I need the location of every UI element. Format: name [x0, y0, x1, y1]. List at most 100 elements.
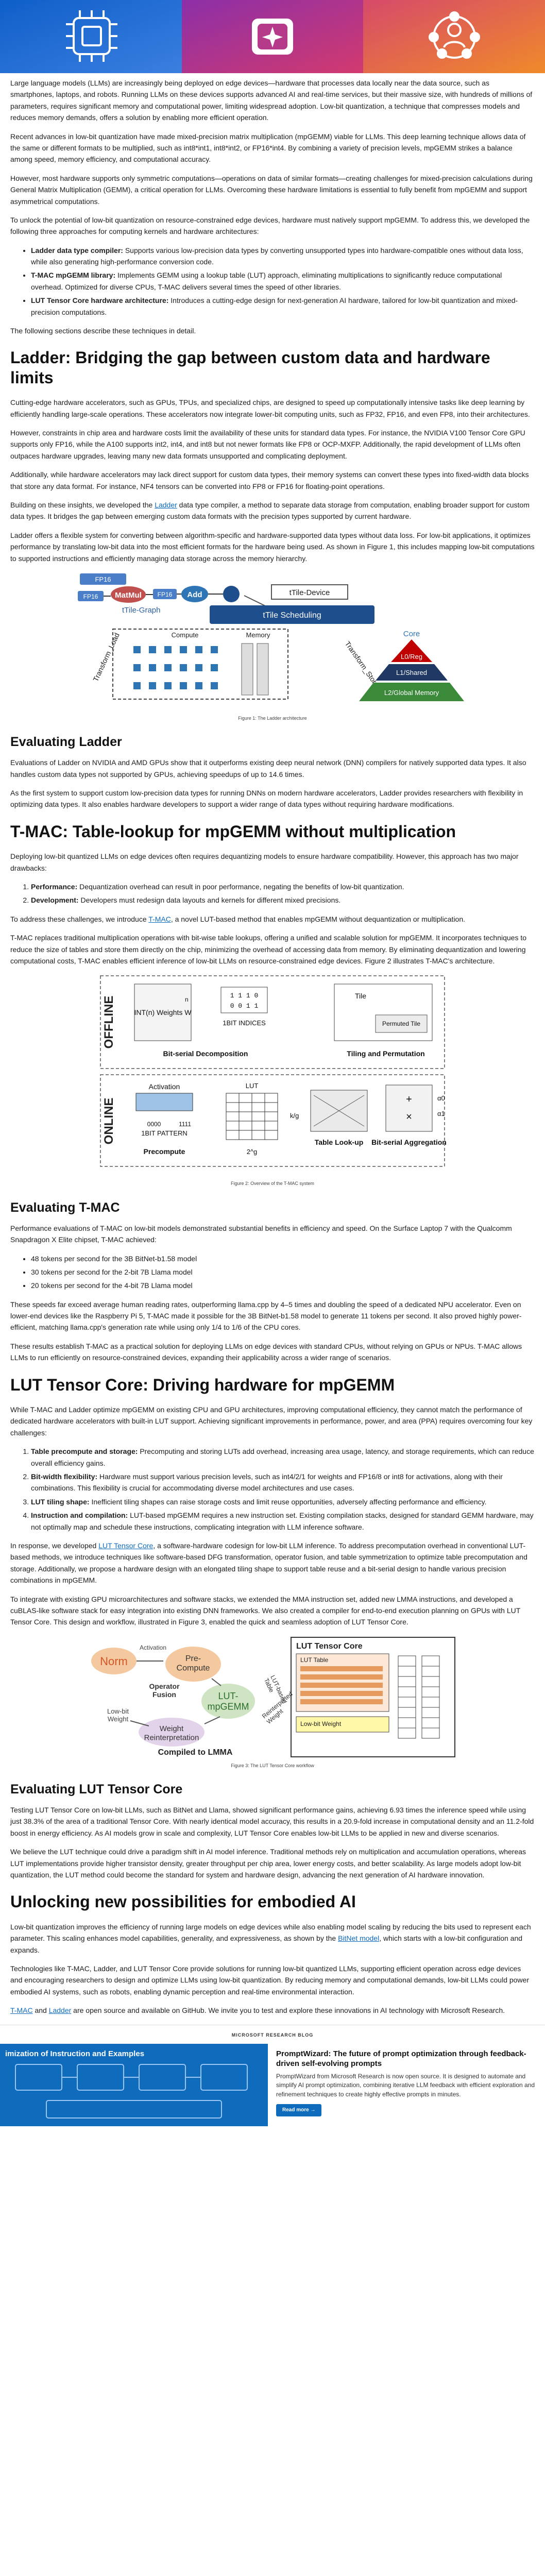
fig2-bits1: 1111	[179, 1121, 191, 1128]
fig2-tiling-perm: Tiling and Permutation	[347, 1049, 424, 1058]
fig2-permuted-tile: Permuted Tile	[382, 1020, 420, 1027]
fig3-lut-table: LUT Table	[300, 1656, 329, 1664]
paragraph: Testing LUT Tensor Core on low-bit LLMs,…	[10, 1806, 534, 1837]
paragraph: Cutting-edge hardware accelerators, such…	[10, 398, 530, 418]
fig2-alpha1: α1	[437, 1110, 445, 1117]
fig3-compiled-lmma: Compiled to LMMA	[158, 1748, 233, 1757]
fig2-2g: 2^g	[247, 1148, 258, 1156]
fig2-k-over-g: k/g	[290, 1112, 299, 1120]
fig2-bit-serial-decomp: Bit-serial Decomposition	[163, 1049, 248, 1058]
fig1-fp16-left: FP16	[83, 593, 98, 600]
intro-paragraph: Recent advances in low-bit quantization …	[10, 132, 526, 164]
paragraph: T-MAC replaces traditional multiplicatio…	[10, 934, 527, 965]
paragraph: Performance evaluations of T-MAC on low-…	[10, 1224, 512, 1244]
intro-paragraph: Large language models (LLMs) are increas…	[10, 79, 533, 122]
section-heading-eval-tmac: Evaluating T-MAC	[10, 1200, 120, 1215]
hero-banner	[0, 0, 545, 73]
paragraph: While T-MAC and Ladder optimize mpGEMM o…	[10, 1405, 533, 1437]
promo-image-text: imization of Instruction and Examples	[5, 2049, 145, 2058]
fig3-lut-core-title: LUT Tensor Core	[296, 1642, 363, 1651]
paragraph: Technologies like T-MAC, Ladder, and LUT…	[10, 1964, 529, 1996]
paragraph: Additionally, while hardware accelerator…	[10, 470, 529, 490]
fig1-compute-grid	[133, 646, 218, 689]
fig2-offline: OFFLINE	[102, 996, 116, 1049]
list-item: LUT tiling shape: Inefficient tiling sha…	[31, 1496, 535, 1507]
fig3-norm: Norm	[100, 1655, 128, 1668]
list-item: Performance: Dequantization overhead can…	[31, 881, 535, 892]
fig1-fp16-right: FP16	[158, 591, 173, 598]
fig2-bit-serial-agg: Bit-serial Aggregation	[371, 1138, 447, 1146]
paragraph: Evaluations of Ladder on NVIDIA and AMD …	[10, 758, 526, 778]
fig3-precompute: Pre-Compute	[177, 1654, 210, 1672]
intro-paragraph: However, most hardware supports only sym…	[10, 174, 533, 206]
fig1-transform-store: Transform_Store	[344, 639, 381, 688]
list-item: Ladder data type compiler: Supports vari…	[31, 245, 535, 268]
list-item: Bit-width flexibility: Hardware must sup…	[31, 1471, 535, 1494]
fig2-n-label: n	[185, 996, 189, 1003]
paragraph: Building on these insights, we developed…	[10, 500, 530, 521]
figure-tmac-overview: OFFLINE INT(n) Weights W n 1 1 1 0 0 0 1…	[10, 974, 535, 1177]
list-item: Table precompute and storage: Precomputi…	[31, 1446, 535, 1469]
fig1-add: Add	[187, 590, 202, 599]
fig1-compute: Compute	[172, 631, 199, 639]
lut-tensor-core-link[interactable]: LUT Tensor Core	[98, 1541, 154, 1550]
promo-title[interactable]: PromptWizard: The future of prompt optim…	[276, 2049, 526, 2069]
fig1-tile-device: tTile-Device	[289, 588, 330, 597]
fig2-table-lookup: Table Look-up	[315, 1138, 364, 1146]
fig2-onebit-indices: 1BIT INDICES	[223, 1019, 266, 1027]
fig1-tile-scheduling: tTile Scheduling	[263, 611, 321, 620]
promo-description: PromptWizard from Microsoft Research is …	[276, 2072, 535, 2098]
fig3-lut-mpgemm: LUT-mpGEMM	[208, 1691, 249, 1712]
paragraph: However, constraints in chip area and ha…	[10, 428, 525, 460]
tmac-link[interactable]: T-MAC	[148, 914, 171, 923]
section-heading-embodied-ai: Unlocking new possibilities for embodied…	[10, 1892, 356, 1911]
fig2-lut: LUT	[246, 1082, 259, 1090]
promo-image[interactable]: imization of Instruction and Examples	[0, 2043, 268, 2126]
section-heading-tmac: T-MAC: Table-lookup for mpGEMM without m…	[10, 822, 456, 841]
paragraph: These speeds far exceed average human re…	[10, 1300, 522, 1332]
paragraph: To address these challenges, we introduc…	[10, 914, 466, 923]
figure-caption: Figure 1: The Ladder architecture	[238, 715, 307, 721]
ladder-link[interactable]: Ladder	[155, 500, 177, 509]
list-item: 30 tokens per second for the 2-bit 7B Ll…	[31, 1266, 535, 1278]
chip-icon	[66, 10, 117, 62]
fig3-lowbit-w: Low-bit Weight	[300, 1720, 342, 1727]
ladder-github-link[interactable]: Ladder	[48, 2006, 72, 2015]
approaches-list: Ladder data type compiler: Supports vari…	[31, 245, 535, 318]
fig2-precompute: Precompute	[144, 1147, 185, 1156]
section-heading-eval-ladder: Evaluating Ladder	[10, 735, 122, 750]
fig2-alpha0: α0	[437, 1094, 445, 1102]
fig1-transform-load: Transform_Load	[91, 632, 121, 683]
fig2-onebit-pattern: 1BIT PATTERN	[141, 1129, 188, 1137]
fig1-fp16-top: FP16	[95, 575, 111, 583]
fig2-lut-grid	[226, 1093, 278, 1140]
promo-graphic	[15, 2063, 248, 2119]
list-item: 48 tokens per second for the 3B BitNet-b…	[31, 1253, 535, 1264]
related-post-promo: MICROSOFT RESEARCH BLOG imization of Ins…	[0, 2024, 545, 2126]
paragraph: These results establish T-MAC as a pract…	[10, 1342, 522, 1362]
edge-device-icon	[252, 19, 293, 55]
paragraph: Low-bit quantization improves the effici…	[10, 1922, 531, 1954]
fig2-op-plus: +	[406, 1094, 412, 1105]
bitnet-link[interactable]: BitNet model	[338, 1934, 380, 1943]
fig2-matrix-row: 0 0 1 1	[230, 1002, 259, 1010]
tmac-github-link[interactable]: T-MAC	[10, 2006, 33, 2015]
paragraph: As the first system to support custom lo…	[10, 789, 523, 809]
read-more-button[interactable]: Read more →	[276, 2104, 322, 2117]
fig1-core: Core	[403, 630, 420, 638]
fig1-tile-graph: tTile-Graph	[122, 606, 160, 615]
drawbacks-list: Performance: Dequantization overhead can…	[31, 881, 535, 906]
fig3-mux-array	[398, 1655, 440, 1739]
fig1-l0-reg: L0/Reg	[401, 653, 422, 660]
paragraph: Ladder offers a flexible system for conv…	[10, 531, 535, 563]
paragraph: T-MAC and Ladder are open source and ava…	[10, 2006, 505, 2015]
fig2-bits0: 0000	[147, 1121, 161, 1128]
promo-label: MICROSOFT RESEARCH BLOG	[231, 2032, 314, 2038]
fig3-activation: Activation	[140, 1644, 166, 1651]
fig1-l2-global: L2/Global Memory	[384, 689, 439, 697]
paragraph: We believe the LUT technique could drive…	[10, 1848, 526, 1879]
fig2-matrix-row: 1 1 1 0	[230, 992, 259, 999]
list-item: LUT Tensor Core hardware architecture: I…	[31, 295, 535, 318]
